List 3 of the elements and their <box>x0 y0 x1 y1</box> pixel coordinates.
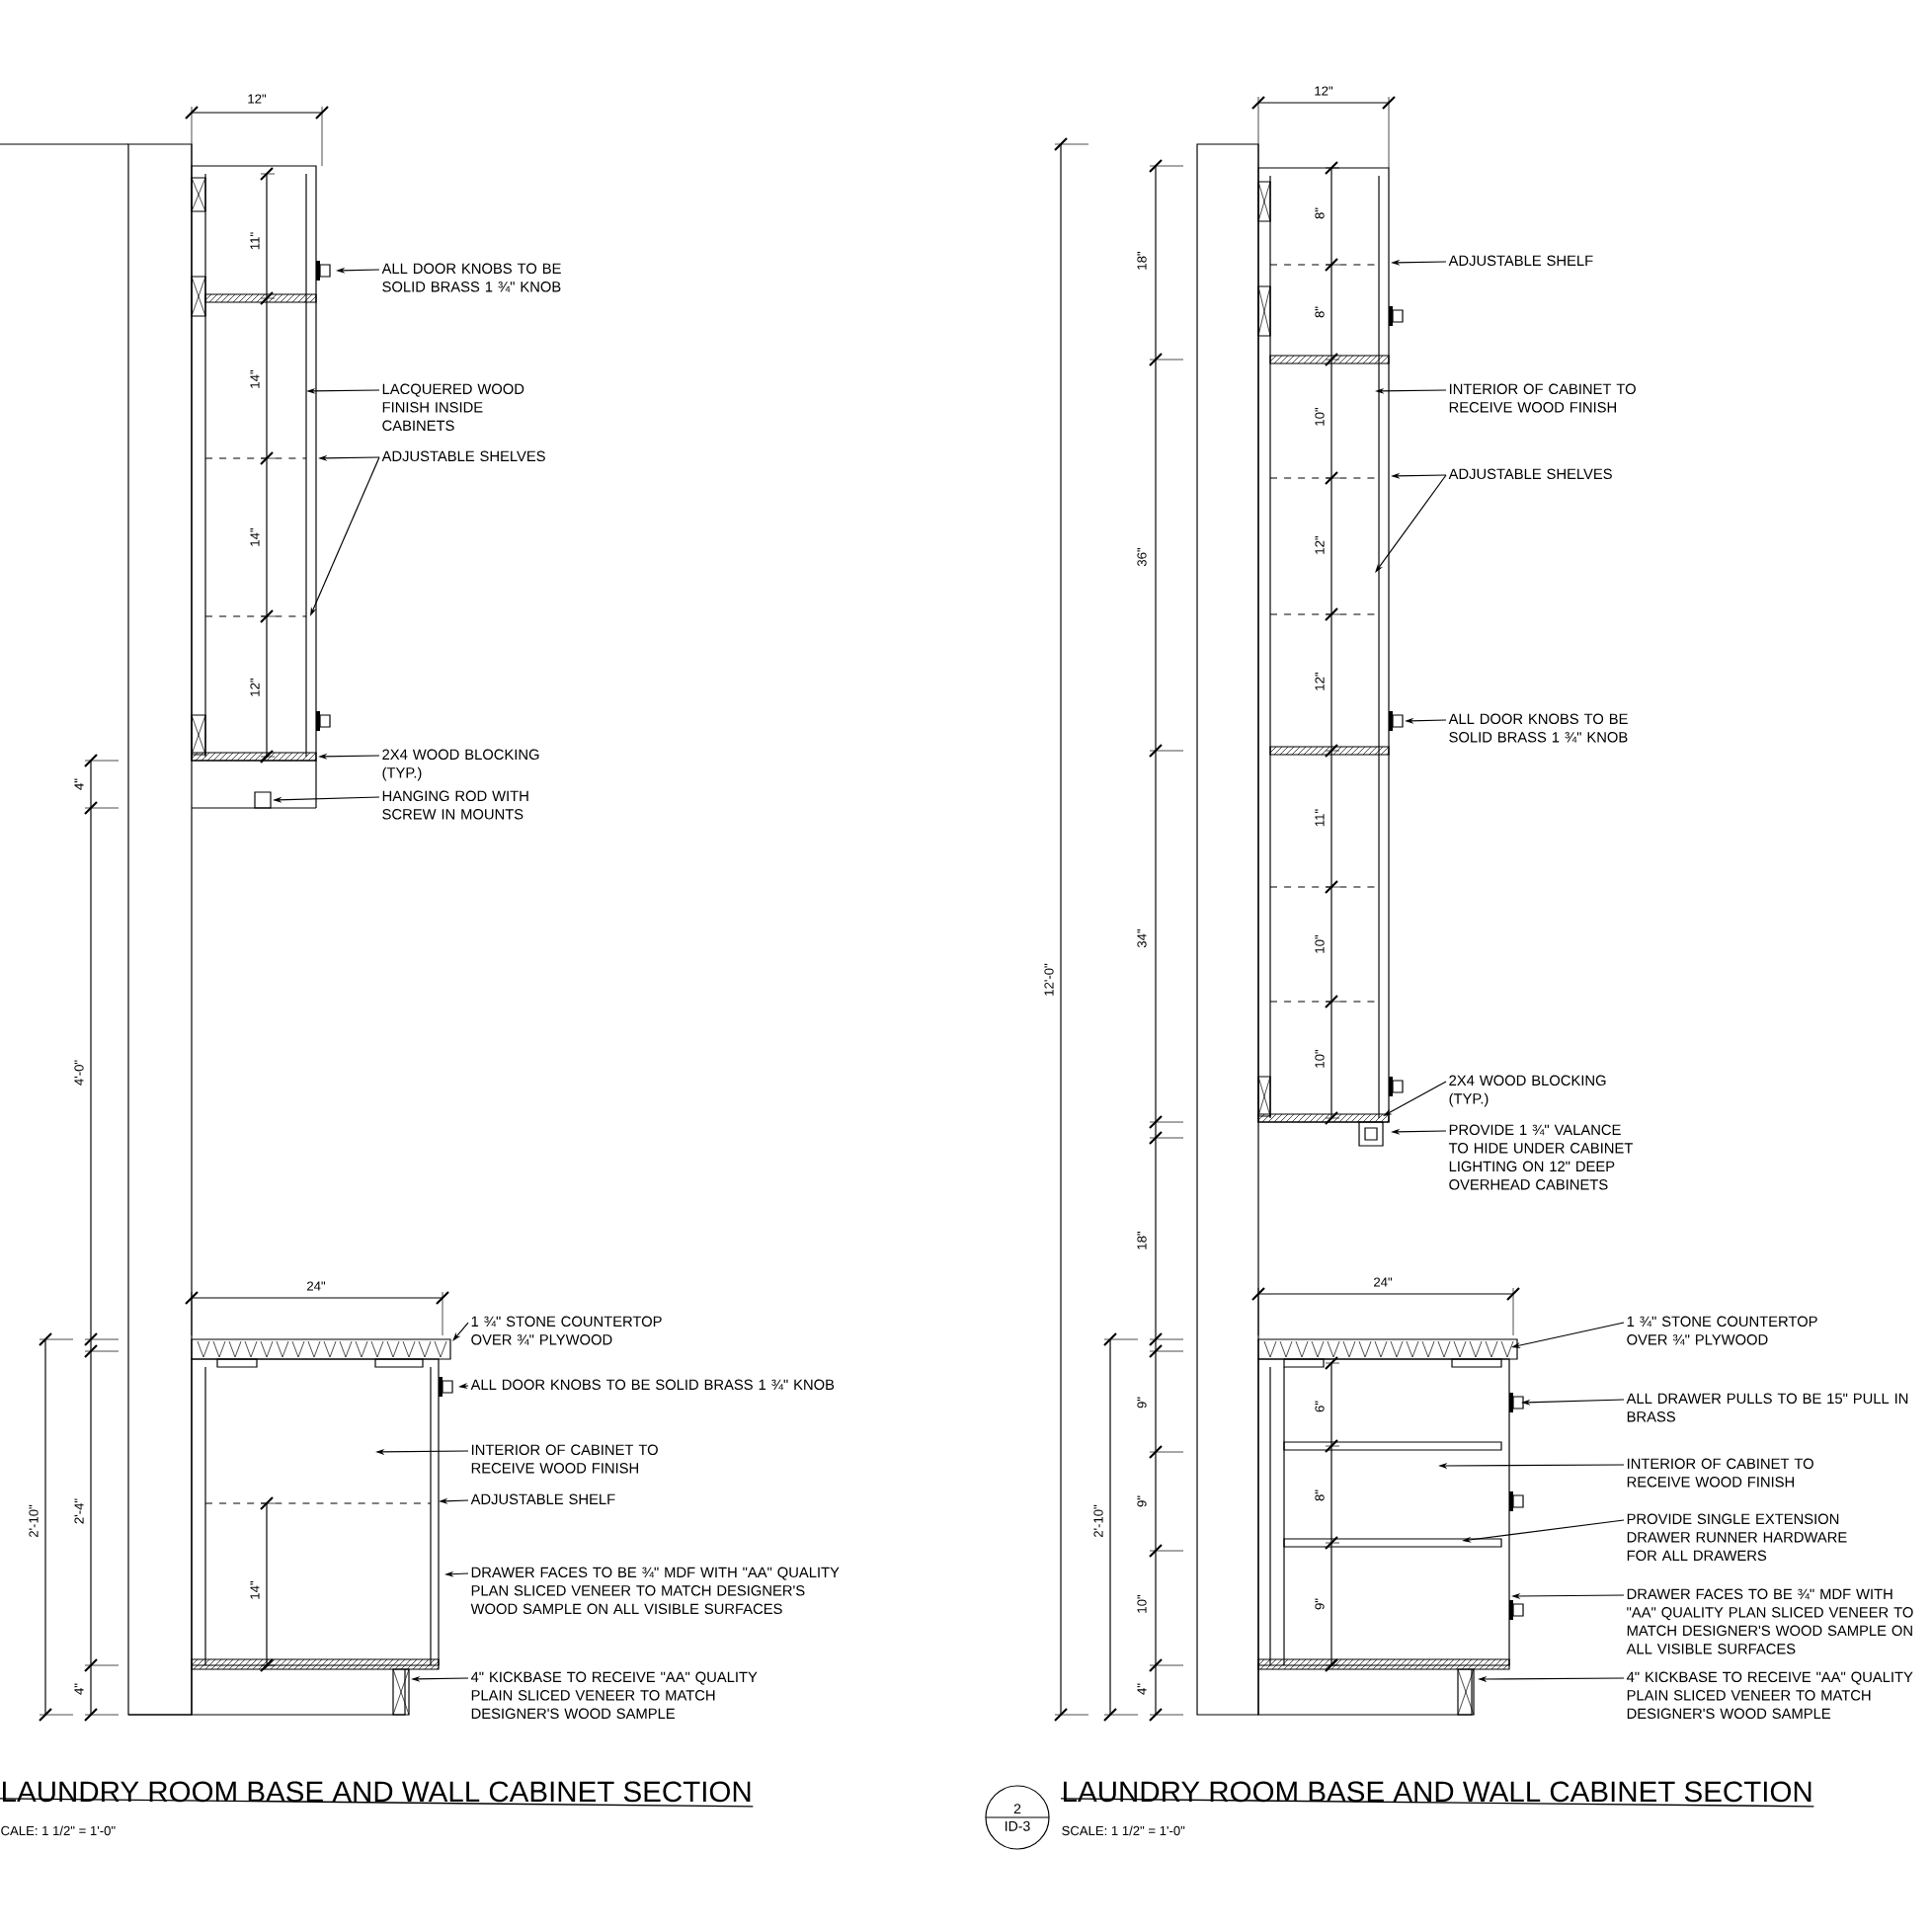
section-title: LAUNDRY ROOM BASE AND WALL CABINET SECTION <box>3 1781 751 1803</box>
section-title: LAUNDRY ROOM BASE AND WALL CABINET SECTION <box>1064 1781 1811 1803</box>
leader-line <box>452 1322 469 1341</box>
